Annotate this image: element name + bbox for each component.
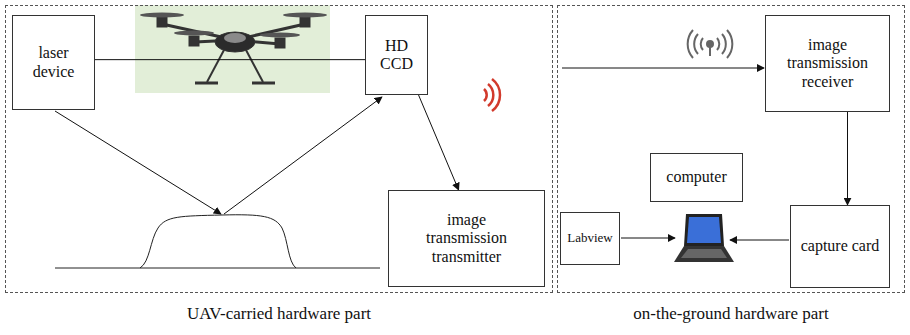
panel-caption: UAV-carried hardware part xyxy=(6,304,552,324)
card-box: capture card xyxy=(790,205,890,288)
connector xyxy=(847,112,848,205)
antenna-symbol xyxy=(688,30,733,58)
laptop xyxy=(674,214,734,262)
data-arrow xyxy=(730,240,789,241)
radio-symbol xyxy=(484,79,500,111)
drone xyxy=(140,13,327,84)
connector xyxy=(419,95,459,190)
computer-box: computer xyxy=(650,153,743,202)
box-label: image transmission transmitter xyxy=(417,211,517,266)
panel: laser device HD CCD image transmission tra… xyxy=(5,5,553,293)
drone-ground xyxy=(135,5,330,93)
receiver-box: image transmission receiver xyxy=(765,15,890,112)
signal-arrow xyxy=(562,68,764,69)
box-label: image transmission receiver xyxy=(778,36,878,91)
box-label: Labview xyxy=(567,231,612,246)
reflected-beam xyxy=(224,97,382,214)
panel-caption: on-the-ground hardware part xyxy=(558,304,904,324)
panel: image transmission receiver computerLabvi… xyxy=(557,5,905,293)
software-box: Labview xyxy=(560,212,620,265)
ground-line xyxy=(55,268,380,269)
camera-box: HD CCD xyxy=(365,15,428,95)
box-label: HD CCD xyxy=(377,37,417,74)
box-label: laser device xyxy=(24,44,84,81)
terrain-profile xyxy=(140,215,296,268)
software-arrow xyxy=(621,238,675,239)
box-label: computer xyxy=(666,168,726,186)
device-box: laser device xyxy=(12,15,95,110)
transmitter-box: image transmission transmitter xyxy=(388,190,545,287)
laser-beam xyxy=(55,111,221,214)
box-label: capture card xyxy=(801,237,880,255)
connector xyxy=(95,59,365,60)
